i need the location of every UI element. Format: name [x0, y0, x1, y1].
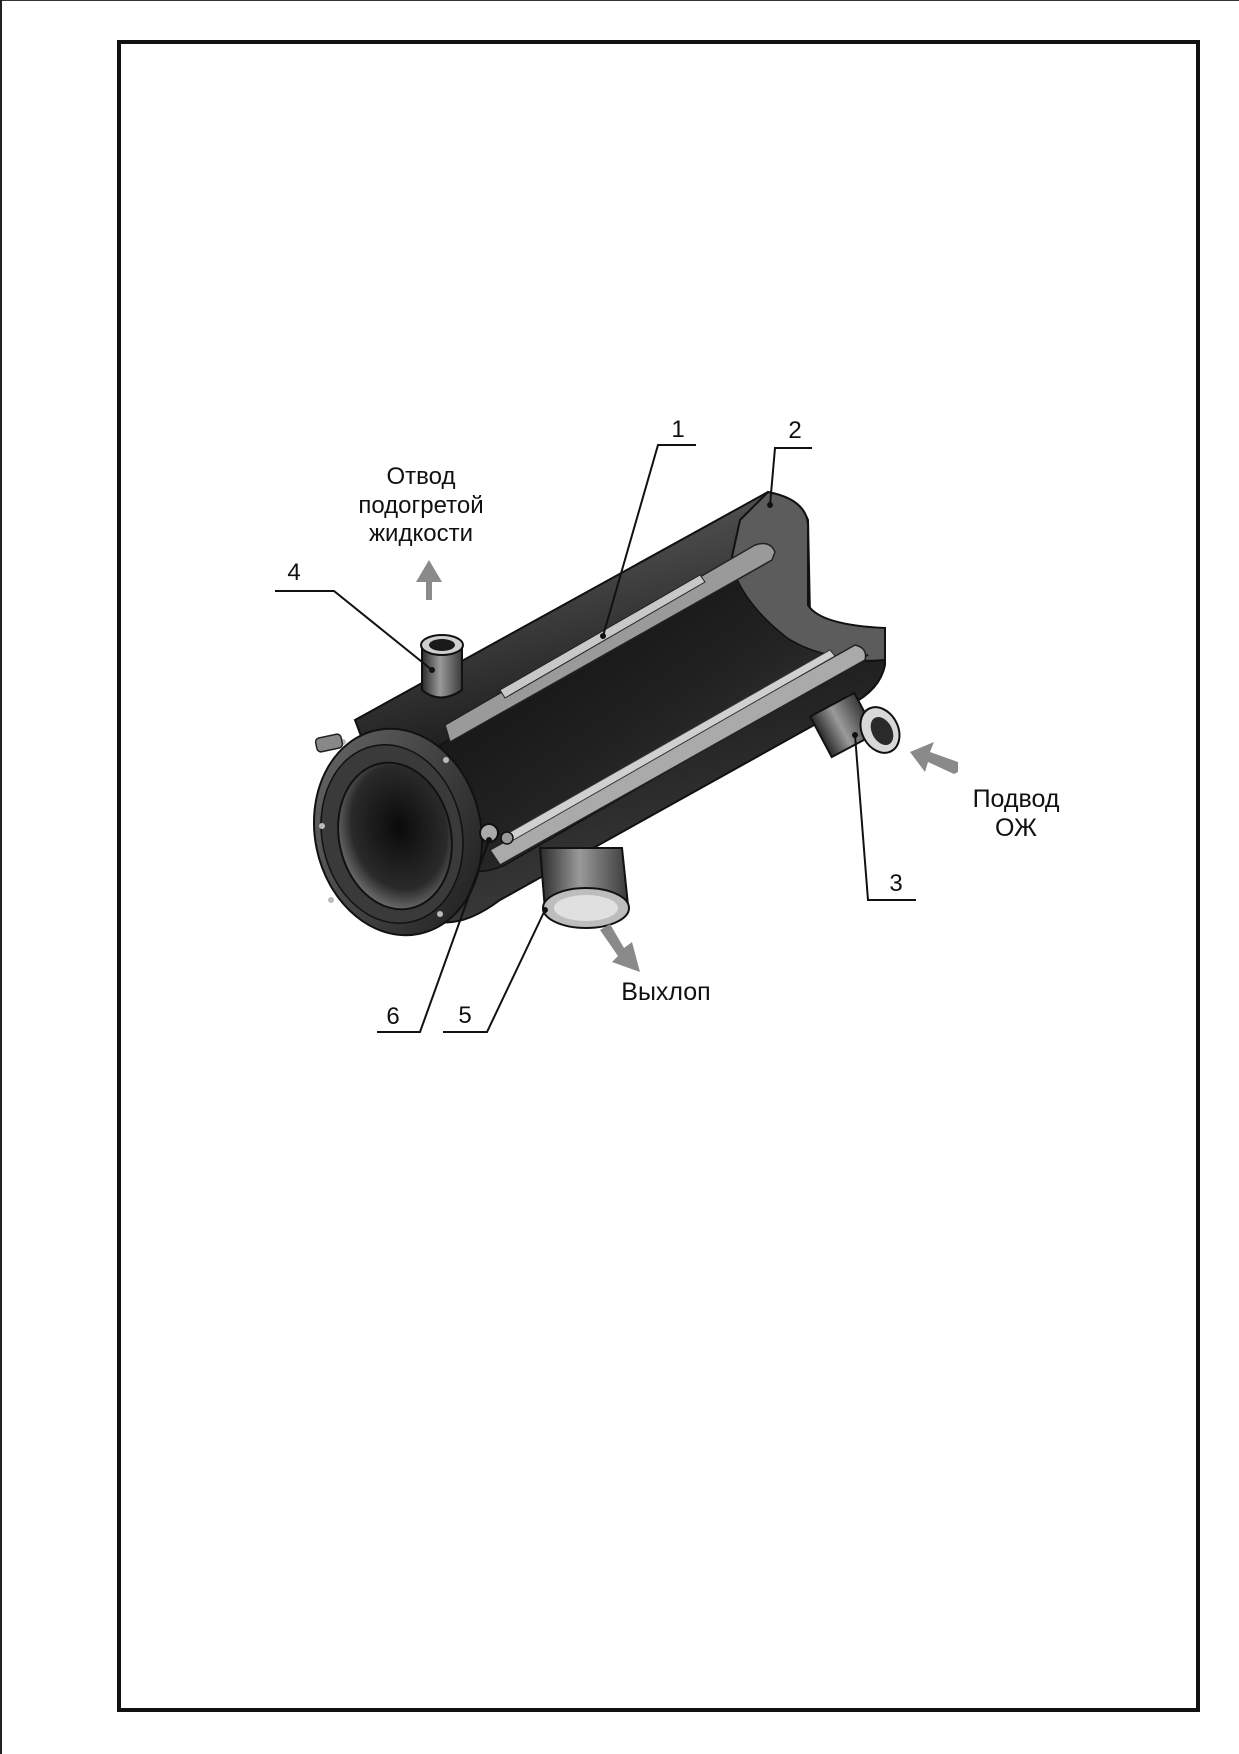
arrow-down-right-icon	[600, 924, 640, 972]
outlet-pipe	[420, 634, 464, 699]
bolt-hole	[443, 757, 449, 763]
arrow-up-icon	[416, 560, 442, 600]
flange-bore	[337, 761, 453, 911]
inlet-label-line1: Подвод	[973, 785, 1060, 813]
leader-4	[275, 590, 433, 671]
drawing-frame	[117, 40, 1200, 1712]
outlet-label-line1: Отвод	[387, 463, 456, 490]
callout-1: 1	[671, 416, 684, 443]
exhaust-label: Выхлоп	[621, 978, 710, 1006]
callout-3: 3	[889, 870, 902, 897]
drain-fitting	[479, 823, 514, 845]
leader-6	[377, 839, 490, 1033]
page-top-edge	[0, 0, 1239, 1]
bolt-hole	[328, 897, 334, 903]
bolt-hole	[437, 911, 443, 917]
page-left-edge	[0, 0, 2, 1754]
flow-arrows	[416, 560, 958, 972]
callout-2: 2	[788, 417, 801, 444]
leader-2	[769, 447, 812, 506]
leader-5	[443, 909, 546, 1033]
leader-3	[854, 734, 916, 901]
front-flange	[312, 727, 484, 937]
leader-dots	[429, 502, 858, 913]
flange-stud	[314, 733, 344, 753]
callout-6: 6	[386, 1003, 399, 1030]
inlet-label-line2: ОЖ	[995, 814, 1037, 842]
inlet-pipe	[808, 691, 901, 759]
callout-5: 5	[458, 1002, 471, 1029]
leader-lines	[275, 444, 916, 1033]
leader-1	[602, 444, 696, 637]
outlet-label-line2: подогретой	[358, 492, 483, 519]
callout-4: 4	[287, 559, 300, 586]
exhaust-pipe	[538, 847, 630, 929]
water-jacket-lower	[488, 644, 867, 866]
bolt-hole	[319, 823, 325, 829]
outlet-label-line3: жидкости	[369, 520, 473, 547]
arrow-left-icon	[910, 742, 958, 774]
water-jacket-upper	[444, 542, 776, 744]
